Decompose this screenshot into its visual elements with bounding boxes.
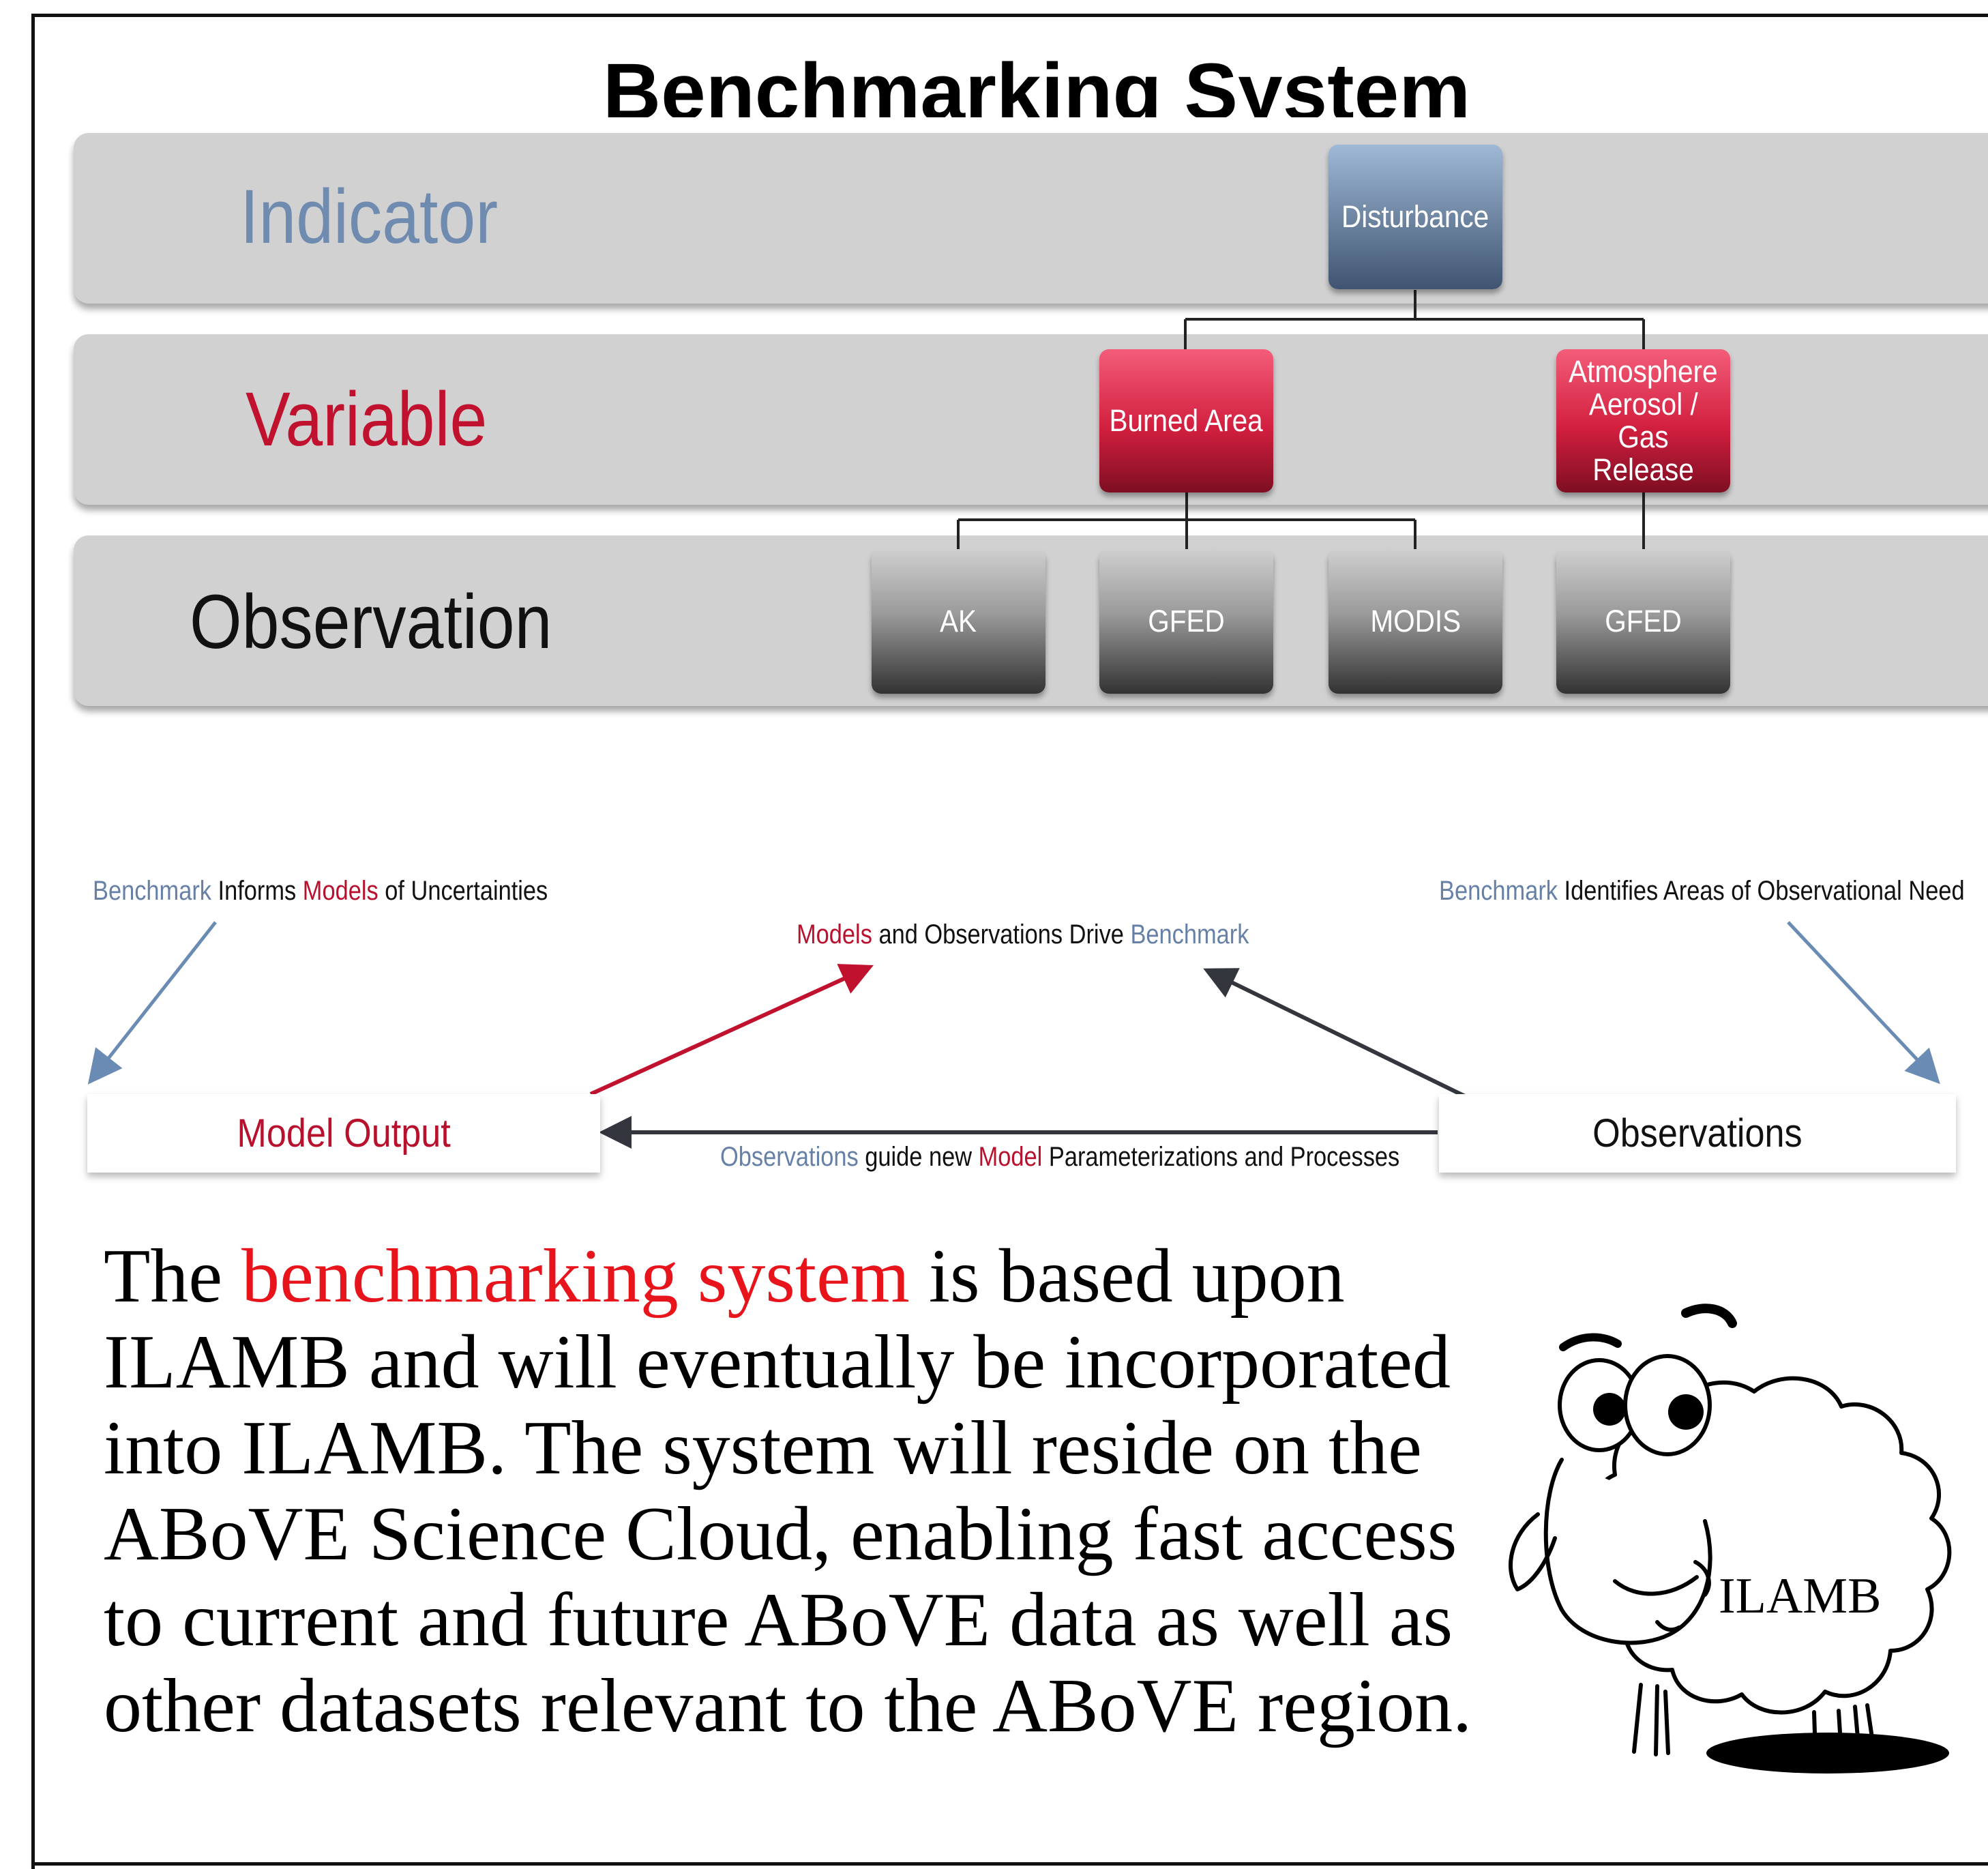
atmosphere-node: Atmosphere Aerosol / Gas Release xyxy=(1556,349,1730,492)
bottom-caption-model: Model xyxy=(978,1142,1043,1172)
sheep-pupil-left xyxy=(1593,1393,1626,1426)
left-caption-models: Models xyxy=(302,876,379,906)
obs-ak-node: AK xyxy=(872,549,1045,694)
right-blue-arrow xyxy=(1787,921,1940,1085)
indicator-band xyxy=(74,133,1988,304)
border-frame xyxy=(31,14,1988,1869)
obs-ak-label: AK xyxy=(940,604,977,638)
right-caption: Benchmark Identifies Areas of Observatio… xyxy=(1439,876,1965,906)
sheep-ear xyxy=(1509,1512,1557,1591)
obs-gfed-2-node: GFED xyxy=(1556,549,1730,694)
obs-gfed-node: GFED xyxy=(1099,549,1273,694)
mascot-label: ILAMB xyxy=(1719,1568,1882,1624)
right-caption-benchmark: Benchmark xyxy=(1439,876,1558,906)
sheep-mouth-side xyxy=(1693,1560,1711,1597)
model-output-label: Model Output xyxy=(237,1111,451,1156)
sheep-pupil-right xyxy=(1668,1394,1704,1430)
bottom-caption-text: guide new xyxy=(858,1142,979,1172)
burned-area-node: Burned Area xyxy=(1099,349,1273,492)
sheep-brow-right xyxy=(1681,1304,1737,1328)
indicator-label: Indicator xyxy=(240,174,499,259)
bottom-caption-text-2: Parameterizations and Processes xyxy=(1042,1142,1400,1172)
atmosphere-line-2: Aerosol / xyxy=(1588,387,1698,422)
left-caption-text: Informs xyxy=(211,876,303,906)
obs-modis-label: MODIS xyxy=(1370,604,1461,638)
center-caption-models: Models xyxy=(797,919,872,950)
sheep-shadow xyxy=(1706,1733,1949,1774)
right-caption-text: Identifies Areas of Observational Need xyxy=(1557,876,1965,906)
disturbance-node-label: Disturbance xyxy=(1341,199,1489,234)
sheep-smile xyxy=(1613,1575,1699,1596)
left-caption-benchmark: Benchmark xyxy=(93,876,211,906)
description-paragraph: The benchmarking system is based upon IL… xyxy=(104,1233,1522,1749)
bottom-caption-observations: Observations xyxy=(720,1142,859,1172)
variable-label: Variable xyxy=(246,377,488,462)
observations-label: Observations xyxy=(1592,1111,1802,1156)
center-caption-benchmark: Benchmark xyxy=(1130,919,1249,950)
obs-modis-node: MODIS xyxy=(1329,549,1502,694)
paragraph-start: The xyxy=(104,1234,242,1319)
sheep-nose xyxy=(1655,1620,1681,1632)
left-blue-arrow xyxy=(87,921,217,1085)
sheep-eyes xyxy=(1558,1304,1737,1456)
center-caption: Models and Observations Drive Benchmark xyxy=(797,919,1249,950)
observations-box: Observations xyxy=(1439,1094,1956,1173)
disturbance-node: Disturbance xyxy=(1329,145,1502,289)
border-frame-bottom xyxy=(31,1862,1988,1866)
paragraph-rest: is based upon ILAMB and will eventually … xyxy=(104,1234,1472,1748)
sheep-face xyxy=(1543,1458,1712,1645)
observation-label: Observation xyxy=(190,579,552,664)
model-output-box: Model Output xyxy=(87,1094,600,1173)
obs-gfed-label: GFED xyxy=(1148,604,1225,638)
left-caption-text-2: of Uncertainties xyxy=(378,876,548,906)
sheep-legs xyxy=(1632,1683,1876,1756)
observations-to-benchmark-arrow xyxy=(1203,968,1468,1099)
paragraph-highlight: benchmarking system xyxy=(241,1234,910,1319)
sheep-brow-left xyxy=(1559,1333,1622,1351)
bottom-caption: Observations guide new Model Parameteriz… xyxy=(720,1142,1399,1172)
atmosphere-line-3: Gas Release xyxy=(1592,420,1694,487)
left-caption: Benchmark Informs Models of Uncertaintie… xyxy=(93,876,548,906)
center-caption-text: and Observations Drive xyxy=(872,919,1131,950)
atmosphere-line-1: Atmosphere xyxy=(1569,354,1718,389)
obs-gfed-2-label: GFED xyxy=(1605,604,1682,638)
page-title: Benchmarking System xyxy=(602,47,1471,117)
burned-area-node-label: Burned Area xyxy=(1109,403,1264,438)
model-to-benchmark-arrow xyxy=(589,964,874,1096)
